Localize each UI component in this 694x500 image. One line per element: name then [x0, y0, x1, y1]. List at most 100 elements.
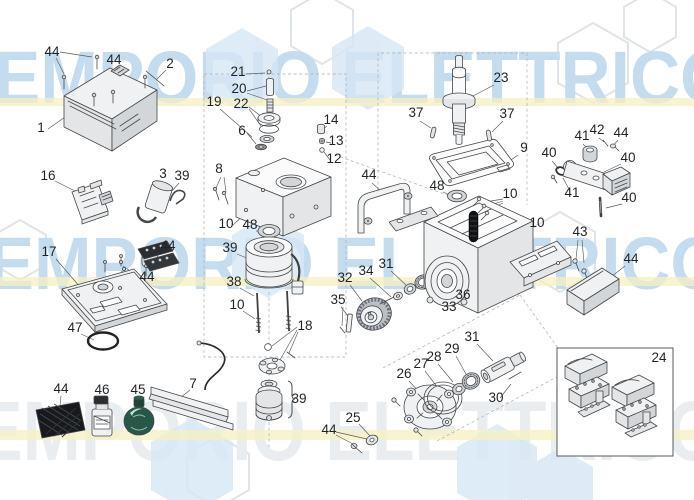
- part-callout: 40: [541, 145, 556, 160]
- part-rubber-pad: [35, 401, 86, 439]
- part-rotor-washer-screw: [350, 434, 379, 454]
- part-callout: 45: [130, 382, 145, 397]
- part-callout: 44: [623, 251, 639, 266]
- part-worm-wheel: [339, 274, 432, 334]
- part-washer-set: [258, 343, 296, 375]
- part-grease: [123, 395, 155, 436]
- part-callout: 14: [323, 112, 339, 127]
- part-callout: 30: [488, 390, 503, 405]
- part-callout: 44: [613, 125, 629, 140]
- part-callout: 35: [330, 292, 345, 307]
- part-callout: 8: [215, 161, 223, 176]
- part-callout: 26: [396, 366, 411, 381]
- part-side-cover: [566, 267, 620, 316]
- yellow-bands: [0, 98, 694, 440]
- part-release-lever: [550, 139, 631, 218]
- part-circuit-board: [71, 179, 114, 225]
- part-callout: 17: [41, 244, 56, 259]
- part-callout: 42: [589, 122, 604, 137]
- part-output-shaft: [442, 55, 476, 145]
- part-callout: 34: [358, 263, 374, 278]
- part-bearing-top: [257, 224, 281, 238]
- part-callout: 39: [222, 240, 237, 255]
- part-callout: 31: [464, 329, 479, 344]
- part-callout: 38: [226, 274, 241, 289]
- part-callout: 40: [620, 150, 635, 165]
- part-callout: 39: [174, 168, 189, 183]
- part-callout: 44: [44, 44, 60, 59]
- cover-clip: [110, 64, 130, 77]
- part-base-plate: [61, 252, 168, 333]
- part-callout: 33: [441, 299, 456, 314]
- part-callout: 44: [321, 422, 337, 437]
- part-antenna: [148, 340, 234, 431]
- part-callout: 20: [231, 81, 246, 96]
- part-callout: 18: [297, 318, 312, 333]
- part-callout: 29: [444, 341, 459, 356]
- part-callout: 6: [238, 123, 246, 138]
- part-callout: 43: [572, 224, 587, 239]
- part-callout: 48: [429, 178, 444, 193]
- part-pinion-stack: [212, 69, 326, 205]
- part-stator: [244, 236, 304, 295]
- part-callout: 9: [520, 140, 528, 155]
- base-plate-screws: [103, 254, 148, 277]
- part-handle-bracket: [357, 182, 439, 234]
- part-callout: 13: [328, 133, 343, 148]
- kit-assembly-right: [611, 374, 658, 438]
- part-callout: 44: [361, 167, 377, 182]
- part-callout: 22: [233, 96, 248, 111]
- part-callout: 44: [53, 381, 69, 396]
- part-callout: 7: [189, 376, 197, 391]
- part-callout: 37: [408, 105, 423, 120]
- part-callout: 23: [493, 70, 508, 85]
- part-callout: 41: [574, 128, 589, 143]
- part-terminal-blocks: [119, 240, 180, 272]
- part-callout: 44: [139, 269, 155, 284]
- part-oil-bottle: [91, 395, 113, 437]
- callout-labels: 44 44 2 1 16 3 39 17 44 44 47 44 46 45 7…: [37, 44, 667, 437]
- part-callout: 47: [67, 320, 82, 335]
- cover-screws: [61, 54, 148, 107]
- part-gasket: [429, 138, 514, 187]
- part-callout: 46: [94, 382, 109, 397]
- part-callout: 24: [651, 350, 667, 365]
- part-callout: 27: [413, 356, 428, 371]
- part-mounting-bracket: [509, 240, 589, 287]
- kit-assembly-left: [564, 353, 611, 418]
- part-callout: 3: [159, 166, 167, 181]
- release-pin: [145, 70, 165, 87]
- part-callout: 48: [242, 217, 257, 232]
- part-callout: 16: [40, 168, 55, 183]
- part-callout: 39: [291, 391, 306, 406]
- part-o-ring: [86, 331, 120, 351]
- part-motor-flange-group: [391, 351, 526, 437]
- part-callout: 31: [378, 256, 393, 271]
- part-callout: 40: [621, 190, 636, 205]
- part-callout: 10: [218, 216, 233, 231]
- part-callout: 25: [345, 410, 360, 425]
- part-capacitor: [136, 180, 186, 224]
- part-limit-switch-kit: [556, 347, 674, 457]
- part-top-cover: [61, 54, 165, 152]
- part-callout: 44: [160, 238, 176, 253]
- part-callout: 36: [455, 287, 470, 302]
- part-callout: 10: [529, 215, 544, 230]
- part-callout: 2: [166, 56, 174, 71]
- part-main-housing: [423, 189, 534, 314]
- part-callout: 10: [229, 297, 244, 312]
- part-motor-studs: [255, 290, 292, 334]
- part-callout: 41: [564, 185, 579, 200]
- part-callout: 1: [37, 120, 45, 135]
- part-rotor: [255, 379, 296, 421]
- part-callout: 37: [499, 106, 514, 121]
- part-callout: 12: [326, 151, 341, 166]
- part-callout: 19: [206, 94, 221, 109]
- part-dowel-pins: [429, 126, 492, 142]
- part-callout: 21: [230, 64, 245, 79]
- part-callout: 28: [426, 349, 441, 364]
- part-callout: 10: [502, 186, 517, 201]
- part-callout: 44: [106, 52, 122, 67]
